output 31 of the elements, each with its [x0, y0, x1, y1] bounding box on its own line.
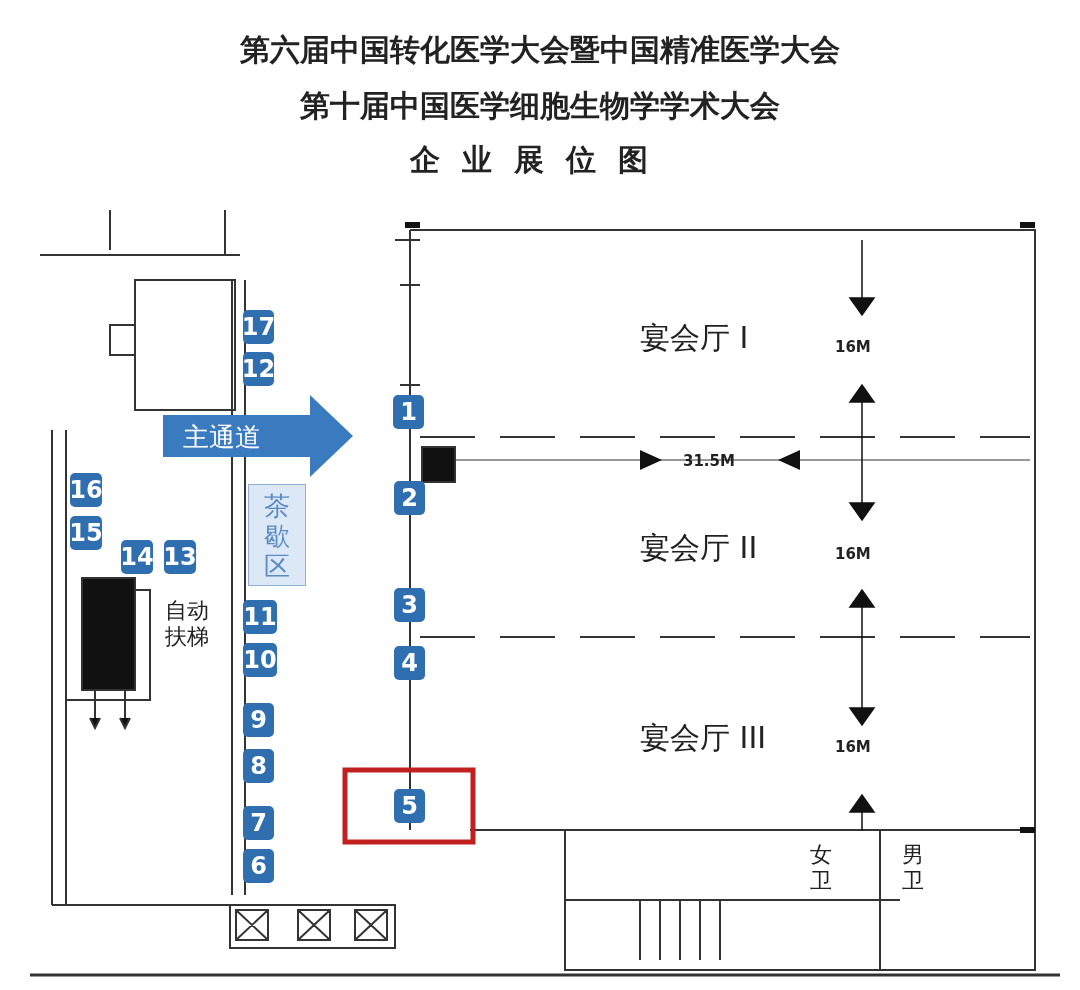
area-box: 茶歇区	[248, 484, 306, 586]
hall-name: 宴会厅 III	[640, 719, 767, 757]
hall-name: 宴会厅 II	[640, 529, 758, 567]
booth-marker: 4	[394, 646, 425, 680]
booth-marker: 12	[243, 352, 274, 386]
booth-marker: 6	[243, 849, 274, 883]
booth-marker: 15	[70, 516, 102, 550]
dimension-label: 16M	[835, 338, 871, 356]
dimension-label: 16M	[835, 545, 871, 563]
title: 企业展位图	[409, 141, 671, 179]
dimension-label: 31.5M	[683, 452, 735, 470]
booth-marker: 9	[243, 703, 274, 737]
booth-marker: 10	[243, 643, 277, 677]
dimension-label: 16M	[835, 738, 871, 756]
booth-marker: 5	[394, 789, 425, 823]
booth-marker: 1	[393, 395, 424, 429]
room-label: 自动扶梯	[165, 598, 210, 650]
booth-marker: 3	[394, 588, 425, 622]
booth-marker: 14	[121, 540, 153, 574]
booth-marker: 16	[70, 473, 102, 507]
booth-marker: 2	[394, 481, 425, 515]
booth-marker: 11	[243, 600, 277, 634]
passage-arrow	[163, 395, 353, 477]
hall-name: 宴会厅 I	[640, 319, 749, 357]
heading-text: 第六届中国转化医学大会暨中国精准医学大会	[239, 31, 841, 69]
heading-text: 第十届中国医学细胞生物学学术大会	[299, 87, 781, 125]
booth-marker: 8	[243, 749, 274, 783]
booth-marker: 13	[164, 540, 196, 574]
passage-label: 主通道	[183, 421, 261, 454]
booth-marker: 7	[243, 806, 274, 840]
booth-marker: 17	[243, 310, 274, 344]
